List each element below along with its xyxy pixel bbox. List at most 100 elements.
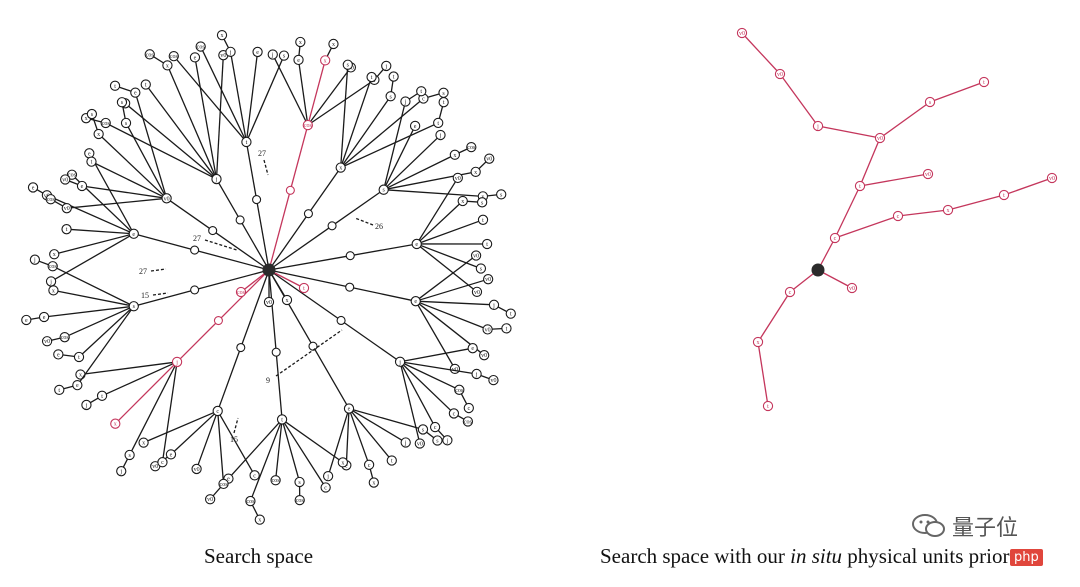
node-label: v0 (220, 53, 226, 59)
tree-node (252, 195, 262, 205)
tree-edge (399, 361, 421, 444)
node-label: s (480, 267, 483, 273)
pruned-tree-edge (779, 73, 819, 127)
node-label: x (52, 288, 55, 294)
tree-node (45, 194, 56, 205)
caption-right-italic: in situ (790, 544, 843, 568)
tree-node (400, 96, 411, 107)
tree-edge (383, 134, 441, 191)
tree-node (363, 459, 375, 470)
tree-node (736, 27, 748, 39)
tree-edge (133, 289, 195, 307)
tree-node (477, 214, 489, 225)
tree-edge (349, 286, 416, 302)
node-label: j (404, 100, 407, 106)
tree-edge (98, 133, 168, 199)
node-label: e (76, 383, 79, 389)
tree-edge (399, 361, 436, 428)
node-label: x (453, 153, 456, 159)
node-label: t (303, 286, 305, 292)
tree-edge (268, 213, 309, 271)
tree-node (784, 286, 796, 298)
node-label: cos (296, 498, 305, 504)
node-label: x (372, 481, 375, 487)
node-label: v0 (877, 136, 883, 142)
tree-node (892, 210, 904, 222)
tree-edge (81, 185, 167, 199)
tree-node (409, 120, 421, 132)
tree-edge (340, 76, 373, 168)
tree-edge (345, 408, 350, 466)
watermark: 量子位 (912, 510, 1018, 542)
caption-right-pre: Search space with our (600, 544, 791, 568)
tree-edge (200, 46, 248, 143)
tree-node (328, 38, 339, 50)
node-label: s (121, 100, 124, 106)
tree-edge (50, 233, 135, 282)
tree-edge (416, 243, 482, 270)
node-label: cos (170, 54, 179, 60)
node-label: j (439, 133, 442, 139)
tree-node (484, 153, 495, 164)
node-label: j (85, 403, 88, 409)
node-label: v0 (486, 157, 492, 163)
node-label: cos (197, 45, 206, 51)
tree-edge (194, 269, 270, 291)
tree-node (432, 435, 443, 446)
node-label: x (97, 132, 100, 138)
tree-node (386, 455, 397, 466)
tree-node (60, 174, 71, 185)
node-label: e (170, 452, 173, 458)
tree-node (254, 514, 265, 525)
tree-node (38, 311, 50, 323)
tree-edge (383, 101, 407, 190)
tree-node (471, 286, 483, 298)
tree-node (448, 408, 460, 419)
node-label: v0 (474, 290, 480, 296)
tree-node (281, 294, 293, 306)
tree-edge (53, 289, 134, 307)
tree-node (144, 49, 155, 60)
node-label: c (161, 460, 164, 466)
tree-node (72, 380, 83, 391)
node-label: v0 (473, 254, 479, 260)
tree-edge (340, 319, 401, 363)
tree-node (49, 249, 60, 260)
tree-edge (312, 345, 350, 409)
tree-node (293, 54, 304, 66)
caption-search-space: Search space (204, 544, 314, 568)
annotation-label: 9 (266, 376, 270, 385)
tree-node (345, 282, 355, 292)
node-label: s (128, 453, 131, 459)
tree-node (482, 324, 493, 335)
tree-node (96, 390, 108, 401)
tree-node (322, 470, 334, 482)
tree-edge (91, 161, 167, 199)
tree-node (433, 117, 444, 129)
node-label: j (33, 258, 36, 264)
node-label: e (297, 58, 300, 64)
tree-edge (124, 102, 217, 180)
node-label: s (91, 112, 94, 118)
node-label: c (253, 473, 256, 479)
tree-edge (105, 122, 217, 180)
tree-node (481, 238, 493, 250)
node-label: t (486, 242, 488, 248)
annotation-leader (263, 159, 269, 176)
tree-edge (215, 55, 224, 180)
tree-node (457, 195, 468, 207)
tree-node (191, 463, 202, 475)
tree-edge (52, 265, 135, 307)
tree-node (429, 421, 441, 433)
tree-edge (78, 305, 135, 358)
root-node (811, 263, 825, 277)
node-label: s (389, 94, 392, 100)
tree-node (762, 400, 774, 412)
tree-node (218, 478, 229, 490)
node-label: c (324, 485, 327, 491)
tree-edge (340, 95, 392, 168)
tree-node (81, 399, 92, 411)
tree-node (128, 228, 139, 239)
tree-node (846, 282, 858, 294)
annotation-label: 27 (258, 149, 266, 158)
